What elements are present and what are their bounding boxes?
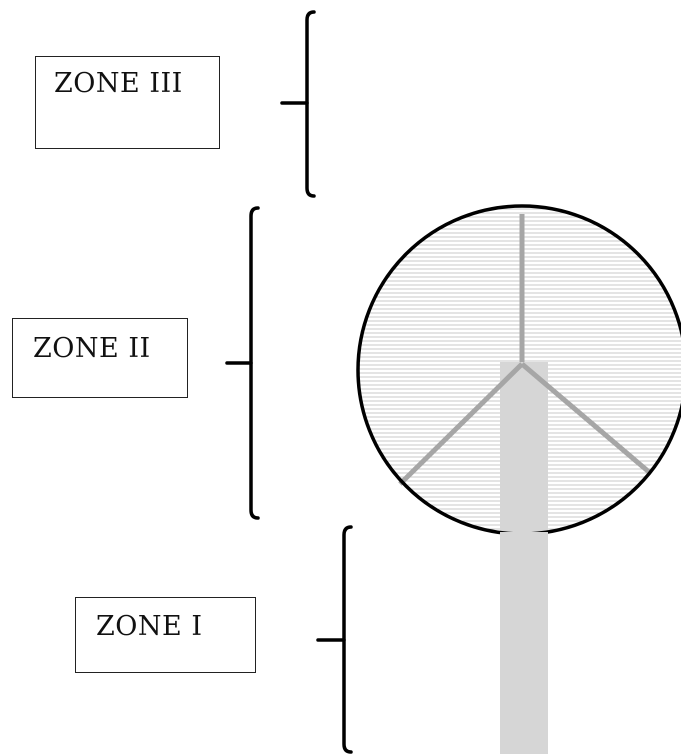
stem [500, 532, 548, 754]
zone-3-label: ZONE III [54, 68, 183, 99]
zone-3-bracket [280, 10, 316, 198]
zone-1-label: ZONE I [96, 611, 203, 642]
zone-1-bracket [316, 525, 353, 754]
zone-2-label: ZONE II [33, 333, 151, 364]
stem-upper [500, 362, 548, 534]
branches [398, 214, 651, 486]
zone-1-box: ZONE I [75, 597, 256, 673]
zone-2-bracket [225, 206, 260, 520]
zone-2-box: ZONE II [12, 318, 188, 398]
zone-3-box: ZONE III [35, 56, 220, 149]
crown-circle [356, 204, 681, 536]
